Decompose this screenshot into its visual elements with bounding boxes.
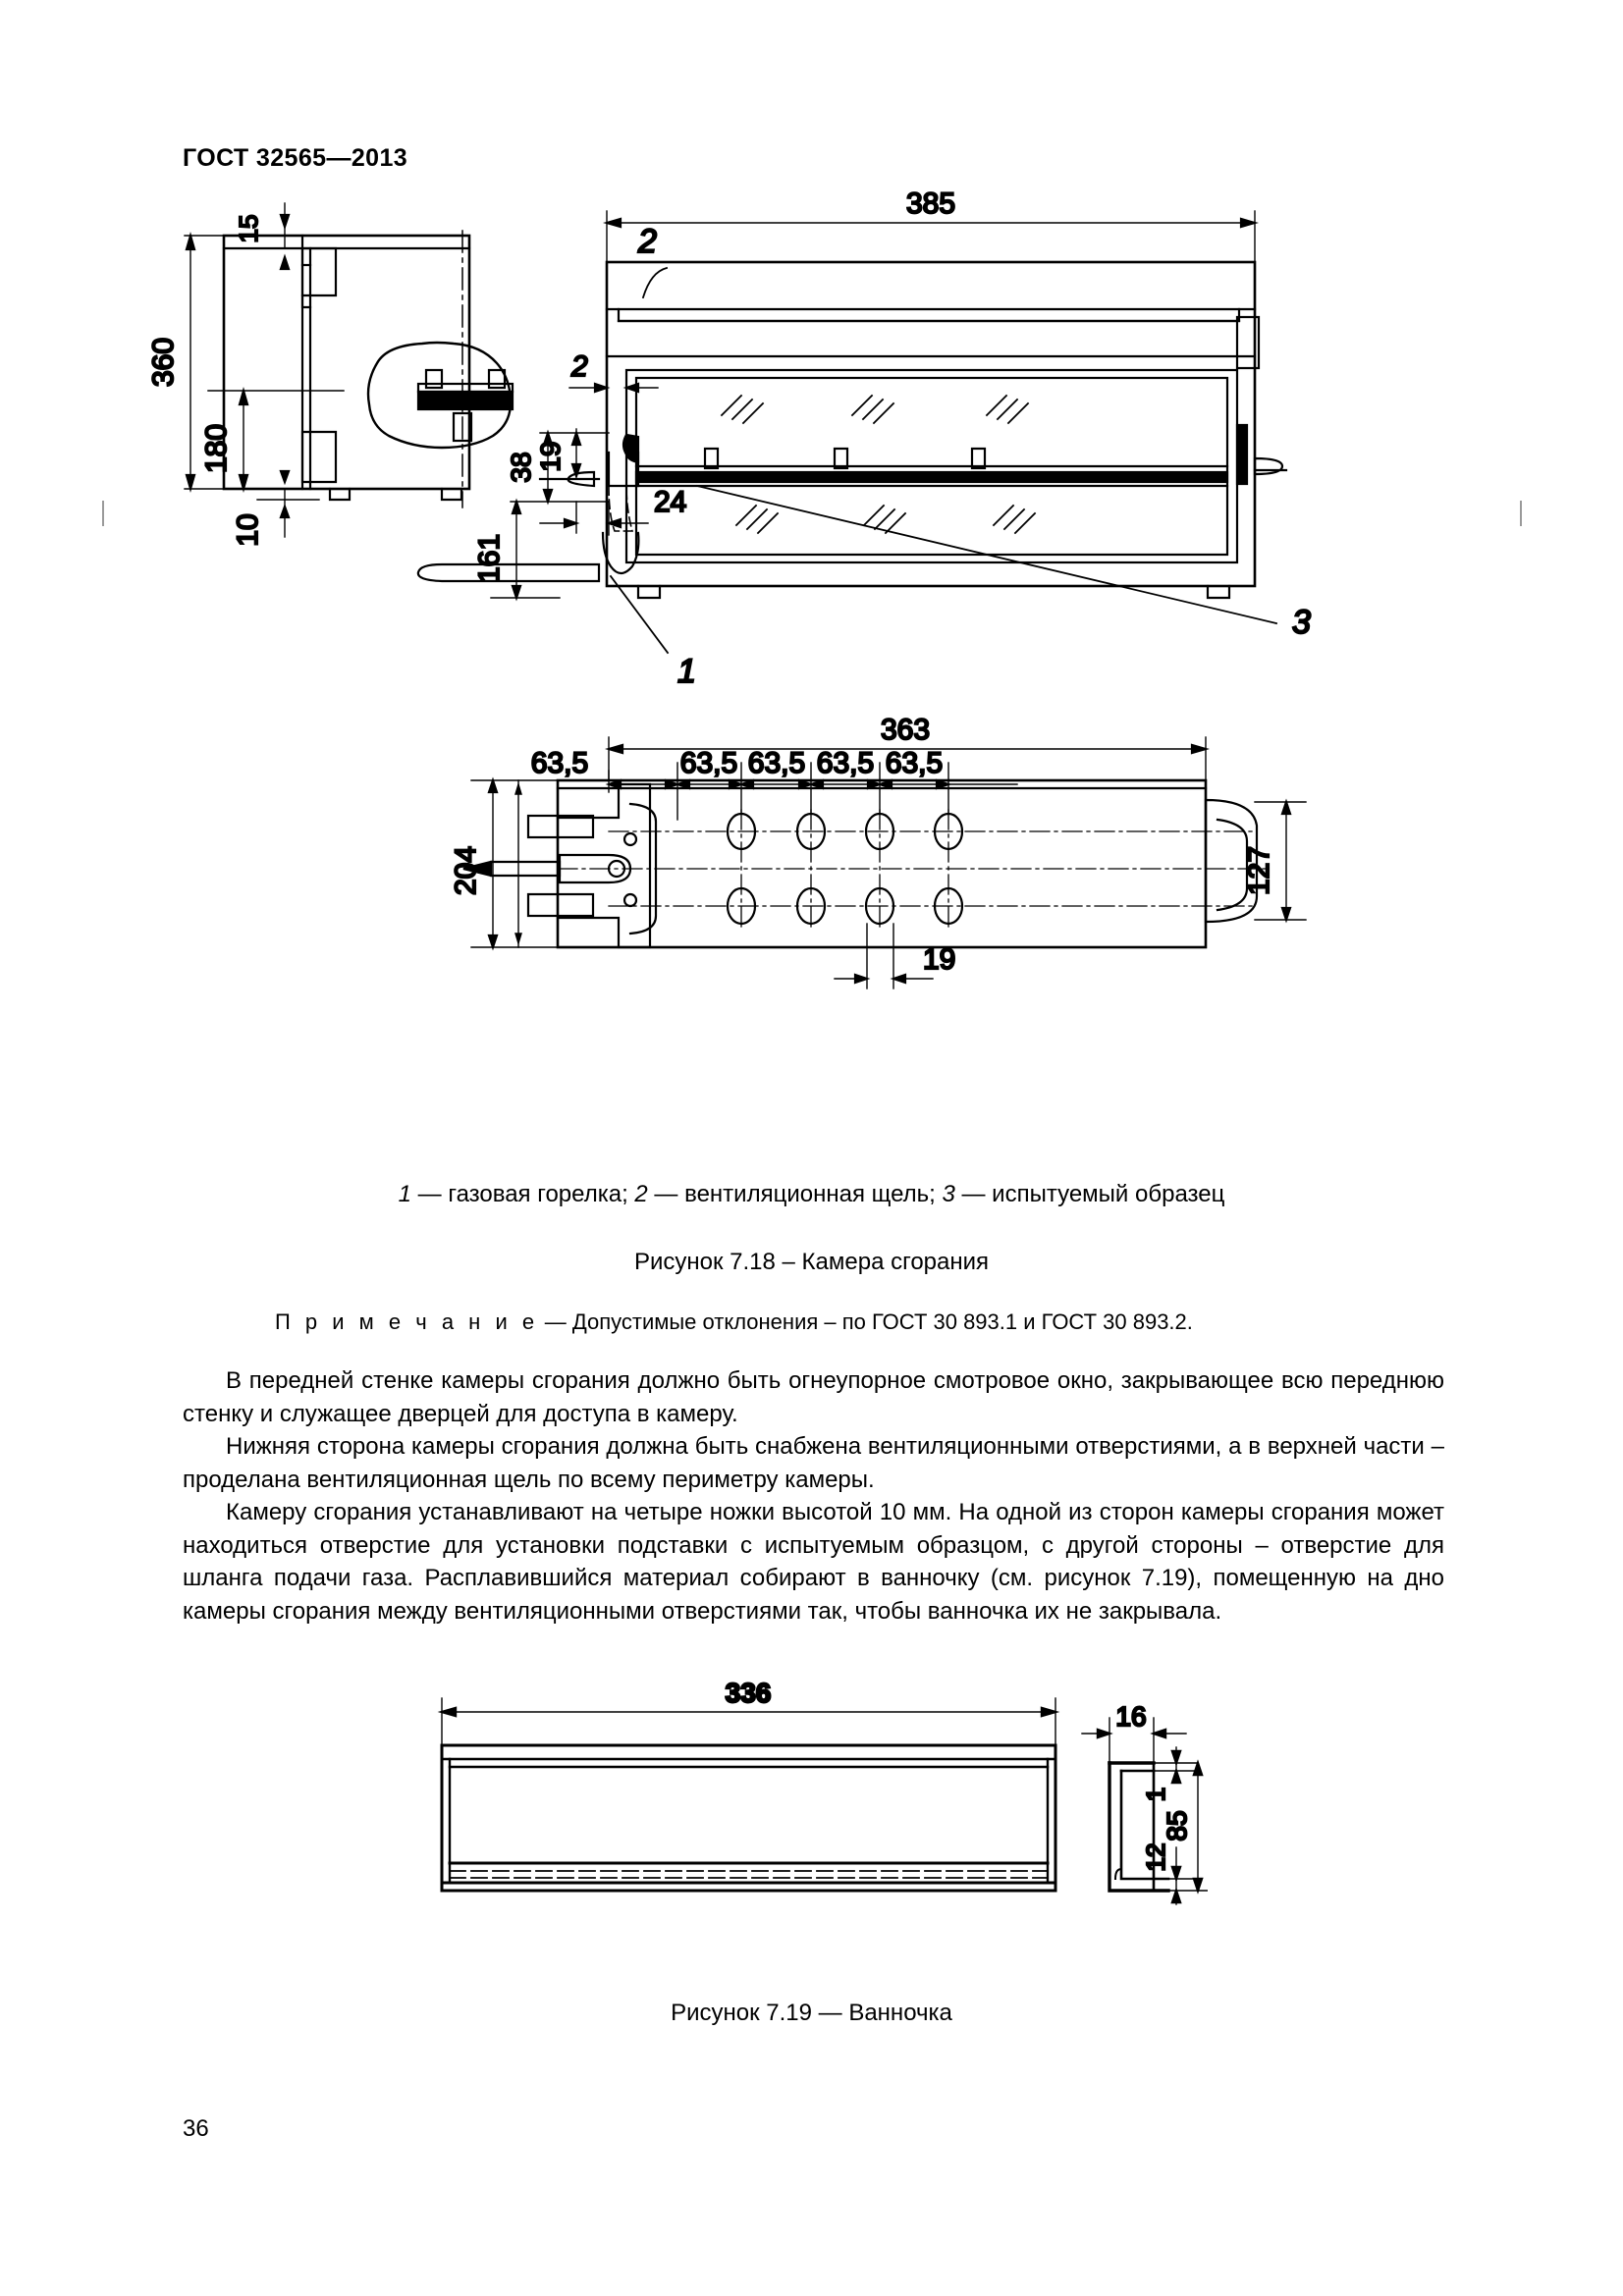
dim-label-pitch-2: 63,5 [680,747,737,779]
dim-label-12: 12 [1141,1843,1170,1872]
dim-label-204: 204 [450,846,482,895]
dim-label-16: 16 [1115,1701,1146,1732]
note-label: П р и м е ч а н и е [275,1309,539,1334]
paragraph-3: Камеру сгорания устанавливают на четыре … [183,1499,1444,1625]
figure-7-18-drawing: 15 360 180 10 [147,191,1483,1173]
dim-label-15: 15 [234,215,263,243]
legend-text-3: — испытуемый образец [954,1181,1225,1207]
figure-7-18-legend: 1 — газовая горелка; 2 — вентиляционная … [0,1181,1623,1208]
dim-label-1: 1 [1141,1788,1170,1801]
page-title: ГОСТ 32565—2013 [183,144,408,172]
legend-num-2: 2 [634,1181,648,1207]
figure-7-19-svg: 336 16 [437,1677,1208,1905]
dim-label-24: 24 [654,486,686,518]
note-block: П р и м е ч а н и е — Допустимые отклоне… [275,1309,1193,1335]
dim-label-363: 363 [881,714,930,746]
dim-label-180: 180 [200,424,233,473]
dim-label-385: 385 [906,191,955,220]
figure-7-19-drawing: 336 16 [422,1669,1208,1983]
figure-7-18-svg: 15 360 180 10 [147,191,1312,989]
dim-label-85: 85 [1162,1810,1192,1841]
dim-label-360: 360 [147,338,180,387]
dim-label-hole-19: 19 [923,943,955,976]
paragraph-1: В передней стенке камеры сгорания должно… [183,1367,1444,1427]
dim-label-336: 336 [726,1678,772,1708]
paragraph-2: Нижняя сторона камеры сгорания должна бы… [183,1433,1444,1493]
callout-2-top: 2 [637,223,657,260]
crop-mark-left [102,501,104,526]
legend-text-1: — газовая горелка; [411,1181,635,1207]
note-text: — Допустимые отклонения – по ГОСТ 30 893… [538,1309,1193,1334]
legend-text-2: — вентиляционная щель; [647,1181,943,1207]
callout-3-specimen: 3 [1292,604,1311,641]
crop-mark-right [1520,501,1522,526]
legend-num-1: 1 [398,1181,411,1207]
dim-label-pitch-4: 63,5 [817,747,874,779]
callout-1-burner: 1 [677,653,696,690]
dim-label-161: 161 [473,534,506,583]
body-text: В передней стенке камеры сгорания должно… [183,1364,1444,1628]
legend-num-3: 3 [942,1181,955,1207]
figure-7-19-caption: Рисунок 7.19 — Ванночка [671,2000,952,2026]
dim-label-38: 38 [506,452,536,482]
dim-label-127: 127 [1243,846,1275,895]
dim-label-10: 10 [232,513,264,546]
callout-2-left: 2 [570,350,588,383]
dim-label-pitch-3: 63,5 [748,747,805,779]
figure-7-18-caption: Рисунок 7.18 – Камера сгорания [633,1249,990,1275]
page-number: 36 [183,2115,209,2142]
dim-label-pitch-1: 63,5 [531,747,588,779]
dim-label-pitch-5: 63,5 [886,747,943,779]
